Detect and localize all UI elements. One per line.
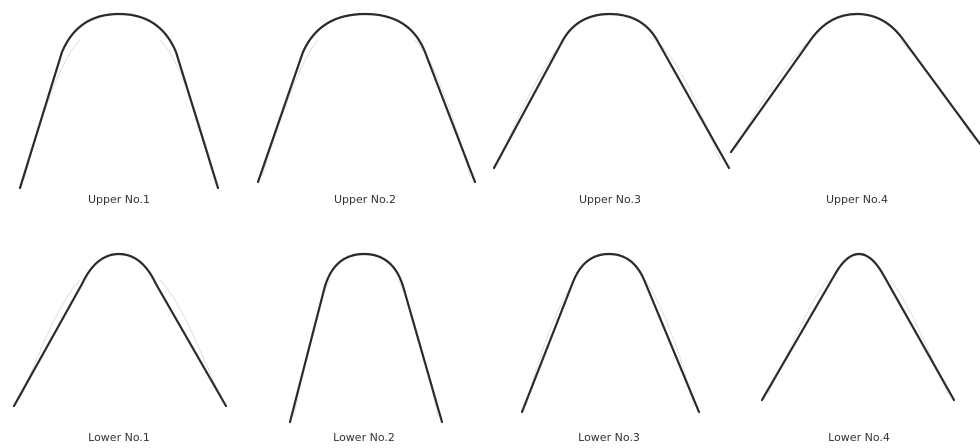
lower-profile-2: Lower No.2 bbox=[290, 254, 442, 444]
lower-profile-3: Lower No.3 bbox=[522, 254, 699, 444]
lower-profile-4: Lower No.4 bbox=[762, 254, 954, 444]
lower-4-curve bbox=[762, 254, 954, 400]
lower-4-label: Lower No.4 bbox=[828, 431, 890, 444]
upper-profile-4: Upper No.4 bbox=[731, 14, 980, 206]
upper-profile-3: Upper No.3 bbox=[494, 14, 729, 206]
upper-2-curve bbox=[258, 14, 475, 182]
upper-3-label: Upper No.3 bbox=[579, 193, 641, 206]
upper-profile-1: Upper No.1 bbox=[20, 14, 218, 206]
upper-4-label: Upper No.4 bbox=[826, 193, 888, 206]
upper-1-curve bbox=[20, 14, 218, 188]
upper-4-curve bbox=[731, 14, 980, 152]
upper-2-label: Upper No.2 bbox=[334, 193, 396, 206]
lower-profile-1: Lower No.1 bbox=[14, 254, 226, 444]
lower-3-label: Lower No.3 bbox=[578, 431, 640, 444]
upper-3-curve bbox=[494, 14, 729, 168]
upper-1-label: Upper No.1 bbox=[88, 193, 150, 206]
lower-1-label: Lower No.1 bbox=[88, 431, 150, 444]
lower-2-curve bbox=[290, 254, 442, 422]
lower-1-curve bbox=[14, 254, 226, 406]
upper-profile-2: Upper No.2 bbox=[258, 14, 475, 206]
lower-2-label: Lower No.2 bbox=[333, 431, 395, 444]
